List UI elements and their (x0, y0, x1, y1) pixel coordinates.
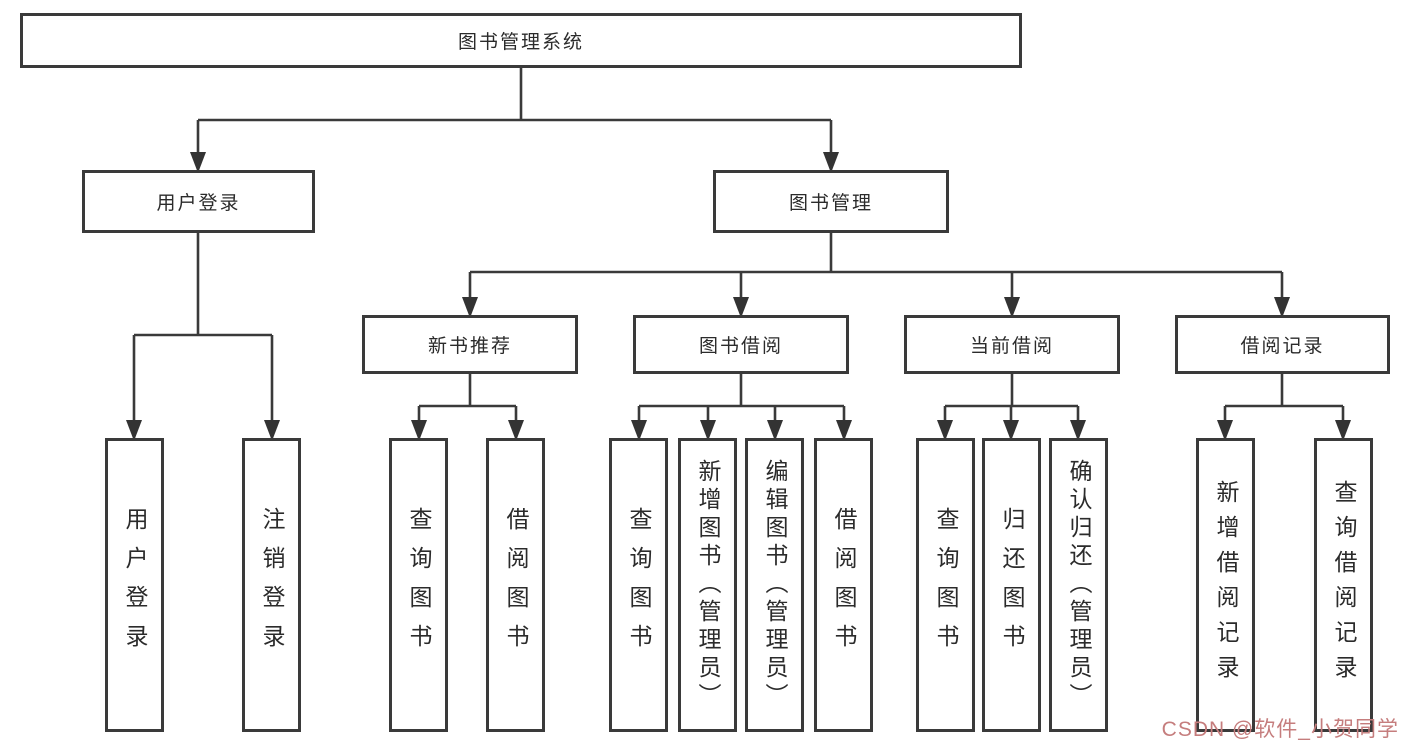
leaf-query-books-recommend-label: 查询图书 (406, 507, 432, 663)
node-new-book-recommend: 新书推荐 (362, 315, 578, 374)
leaf-query-books-recommend: 查询图书 (389, 438, 448, 732)
arrowheads (126, 152, 1351, 441)
leaf-edit-books-admin-label: 编辑图书（管理员） (762, 459, 788, 711)
leaf-query-books-label: 查询图书 (626, 507, 652, 663)
leaf-borrow-books-recommend-label: 借阅图书 (503, 507, 529, 663)
node-root-label: 图书管理系统 (457, 32, 584, 53)
leaf-add-borrow-record: 新增借阅记录 (1196, 438, 1255, 732)
node-book-management-label: 图书管理 (788, 193, 873, 214)
leaf-borrow-books: 借阅图书 (814, 438, 873, 732)
leaf-borrow-books-recommend: 借阅图书 (486, 438, 545, 732)
leaf-query-books-current-label: 查询图书 (933, 507, 959, 663)
node-book-borrow: 图书借阅 (633, 315, 849, 374)
leaf-user-login-label: 用户登录 (122, 507, 148, 663)
leaf-borrow-books-label: 借阅图书 (831, 507, 857, 663)
node-book-borrow-label: 图书借阅 (698, 336, 783, 357)
leaf-logout-label: 注销登录 (259, 507, 285, 663)
leaf-return-books-label: 归还图书 (999, 507, 1025, 663)
leaf-user-login: 用户登录 (105, 438, 164, 732)
node-current-borrow: 当前借阅 (904, 315, 1120, 374)
leaf-confirm-return-admin: 确认归还（管理员） (1049, 438, 1108, 732)
leaf-return-books: 归还图书 (982, 438, 1041, 732)
leaf-add-books-admin: 新增图书（管理员） (678, 438, 737, 732)
leaf-confirm-return-admin-label: 确认归还（管理员） (1066, 459, 1092, 711)
node-borrow-records: 借阅记录 (1175, 315, 1390, 374)
leaf-query-borrow-record: 查询借阅记录 (1314, 438, 1373, 732)
node-user-login-label: 用户登录 (156, 193, 241, 214)
leaf-query-borrow-record-label: 查询借阅记录 (1331, 480, 1357, 690)
node-book-management: 图书管理 (713, 170, 949, 233)
node-current-borrow-label: 当前借阅 (969, 336, 1054, 357)
node-user-login: 用户登录 (82, 170, 315, 233)
node-new-book-recommend-label: 新书推荐 (427, 336, 512, 357)
leaf-add-borrow-record-label: 新增借阅记录 (1213, 480, 1239, 690)
node-borrow-records-label: 借阅记录 (1240, 336, 1325, 357)
leaf-add-books-admin-label: 新增图书（管理员） (695, 459, 721, 711)
leaf-query-books: 查询图书 (609, 438, 668, 732)
node-root: 图书管理系统 (20, 13, 1022, 68)
leaf-edit-books-admin: 编辑图书（管理员） (745, 438, 804, 732)
leaf-query-books-current: 查询图书 (916, 438, 975, 732)
leaf-logout: 注销登录 (242, 438, 301, 732)
